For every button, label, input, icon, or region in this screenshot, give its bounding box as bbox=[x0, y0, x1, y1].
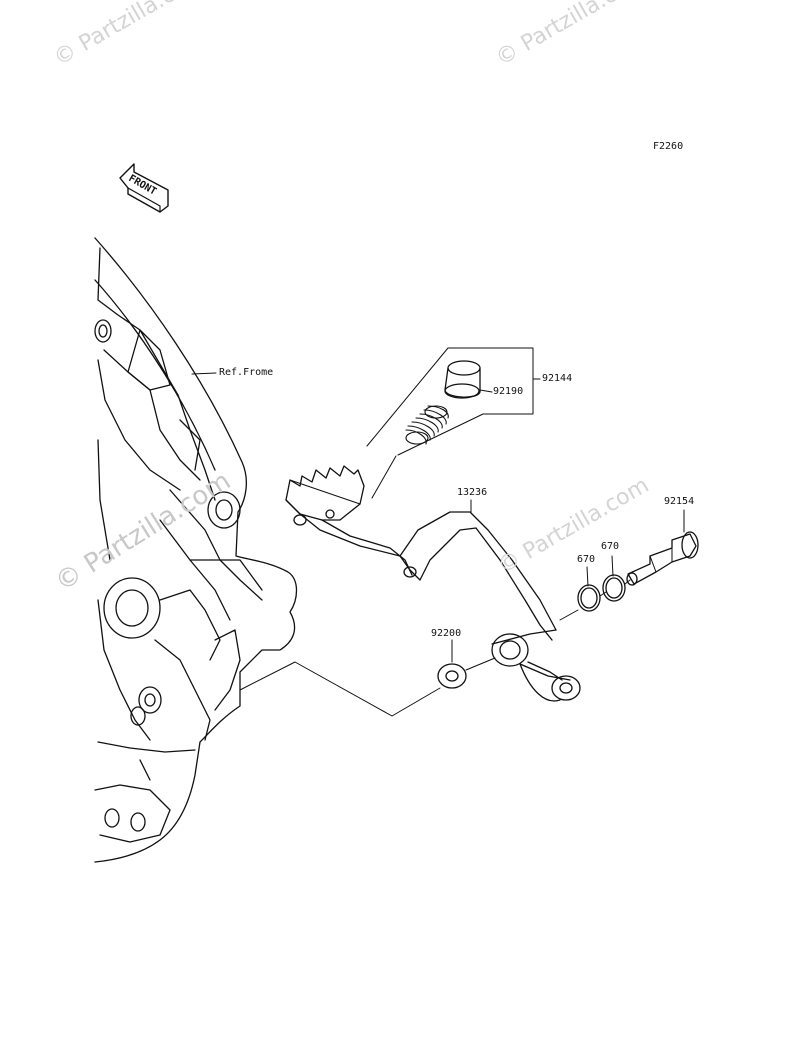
front-arrow-icon: FRONT bbox=[119, 163, 169, 213]
part-label-92190[interactable]: 92190 bbox=[493, 386, 524, 397]
part-label-92154[interactable]: 92154 bbox=[664, 496, 695, 507]
frame-drawing bbox=[94, 237, 298, 863]
diagram-code: F2260 bbox=[653, 141, 684, 152]
part-92200-washer bbox=[437, 639, 467, 689]
part-670-rings bbox=[577, 555, 626, 612]
part-label-670-b[interactable]: 670 bbox=[577, 554, 596, 565]
kit-92144-box bbox=[366, 347, 541, 456]
ref-frame-label: Ref.Frome bbox=[219, 367, 274, 378]
part-label-92200[interactable]: 92200 bbox=[431, 628, 462, 639]
part-label-13236[interactable]: 13236 bbox=[457, 487, 488, 498]
part-92190-sleeve bbox=[444, 360, 493, 399]
part-label-670-a[interactable]: 670 bbox=[601, 541, 620, 552]
part-13236-brake-pedal bbox=[285, 465, 581, 702]
part-92154-pivot-bolt bbox=[626, 509, 699, 586]
part-label-92144[interactable]: 92144 bbox=[542, 373, 573, 384]
spring-part bbox=[371, 405, 449, 499]
assembly-lines bbox=[239, 579, 631, 717]
